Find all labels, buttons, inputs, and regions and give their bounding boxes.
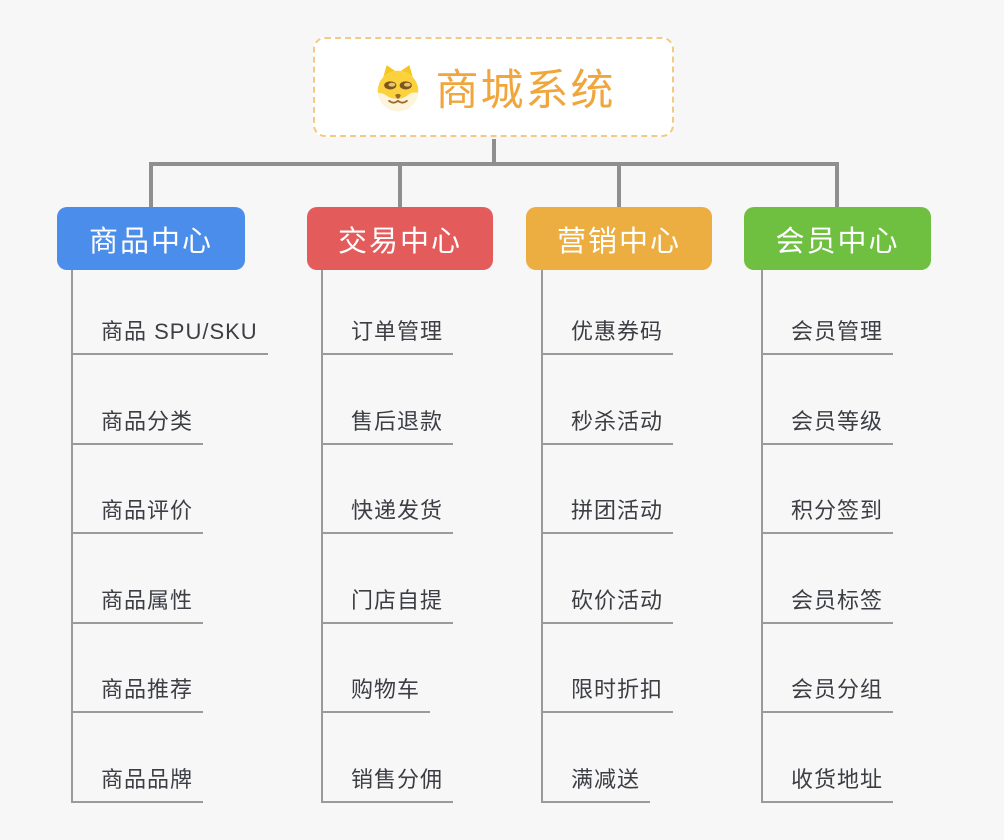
leaf-node[interactable]: 商品品牌 [71, 762, 204, 803]
leaf-node[interactable]: 会员标签 [761, 583, 894, 624]
connector-spine-product [71, 270, 73, 803]
connector-spine-trade [321, 270, 323, 803]
branch-node-trade-center[interactable]: 交易中心 [307, 207, 493, 270]
leaf-node[interactable]: 会员分组 [761, 672, 894, 713]
leaf-node[interactable]: 商品属性 [71, 583, 204, 624]
connector-spine-marketing [541, 270, 543, 803]
connector-drop-marketing [617, 162, 621, 208]
branch-node-product-center[interactable]: 商品中心 [57, 207, 245, 270]
leaf-node[interactable]: 满减送 [541, 762, 651, 803]
leaf-node[interactable]: 订单管理 [321, 314, 454, 355]
leaf-node[interactable]: 销售分佣 [321, 762, 454, 803]
leaf-node[interactable]: 购物车 [321, 672, 431, 713]
connector-root-stem [492, 139, 496, 163]
connector-drop-product [149, 162, 153, 208]
leaf-node[interactable]: 商品推荐 [71, 672, 204, 713]
leaf-node[interactable]: 拼团活动 [541, 493, 674, 534]
connector-spine-member [761, 270, 763, 803]
root-title: 商城系统 [435, 67, 616, 115]
leaf-node[interactable]: 积分签到 [761, 493, 894, 534]
connector-drop-member [835, 162, 839, 208]
leaf-node[interactable]: 砍价活动 [541, 583, 674, 624]
leaf-node[interactable]: 商品 SPU/SKU [71, 314, 268, 355]
leaf-node[interactable]: 快递发货 [321, 493, 454, 534]
leaf-node[interactable]: 商品分类 [71, 404, 204, 445]
doge-icon [377, 65, 418, 112]
leaf-node[interactable]: 秒杀活动 [541, 404, 674, 445]
branch-node-marketing-center[interactable]: 营销中心 [526, 207, 712, 270]
branch-node-member-center[interactable]: 会员中心 [744, 207, 931, 270]
leaf-node[interactable]: 会员等级 [761, 404, 894, 445]
root-node[interactable]: 商城系统 [313, 37, 674, 137]
leaf-node[interactable]: 会员管理 [761, 314, 894, 355]
connector-trunk [150, 162, 838, 166]
leaf-node[interactable]: 优惠券码 [541, 314, 674, 355]
leaf-node[interactable]: 限时折扣 [541, 672, 674, 713]
leaf-node[interactable]: 售后退款 [321, 404, 454, 445]
leaf-node[interactable]: 收货地址 [761, 762, 894, 803]
leaf-node[interactable]: 门店自提 [321, 583, 454, 624]
connector-drop-trade [398, 162, 402, 208]
leaf-node[interactable]: 商品评价 [71, 493, 204, 534]
